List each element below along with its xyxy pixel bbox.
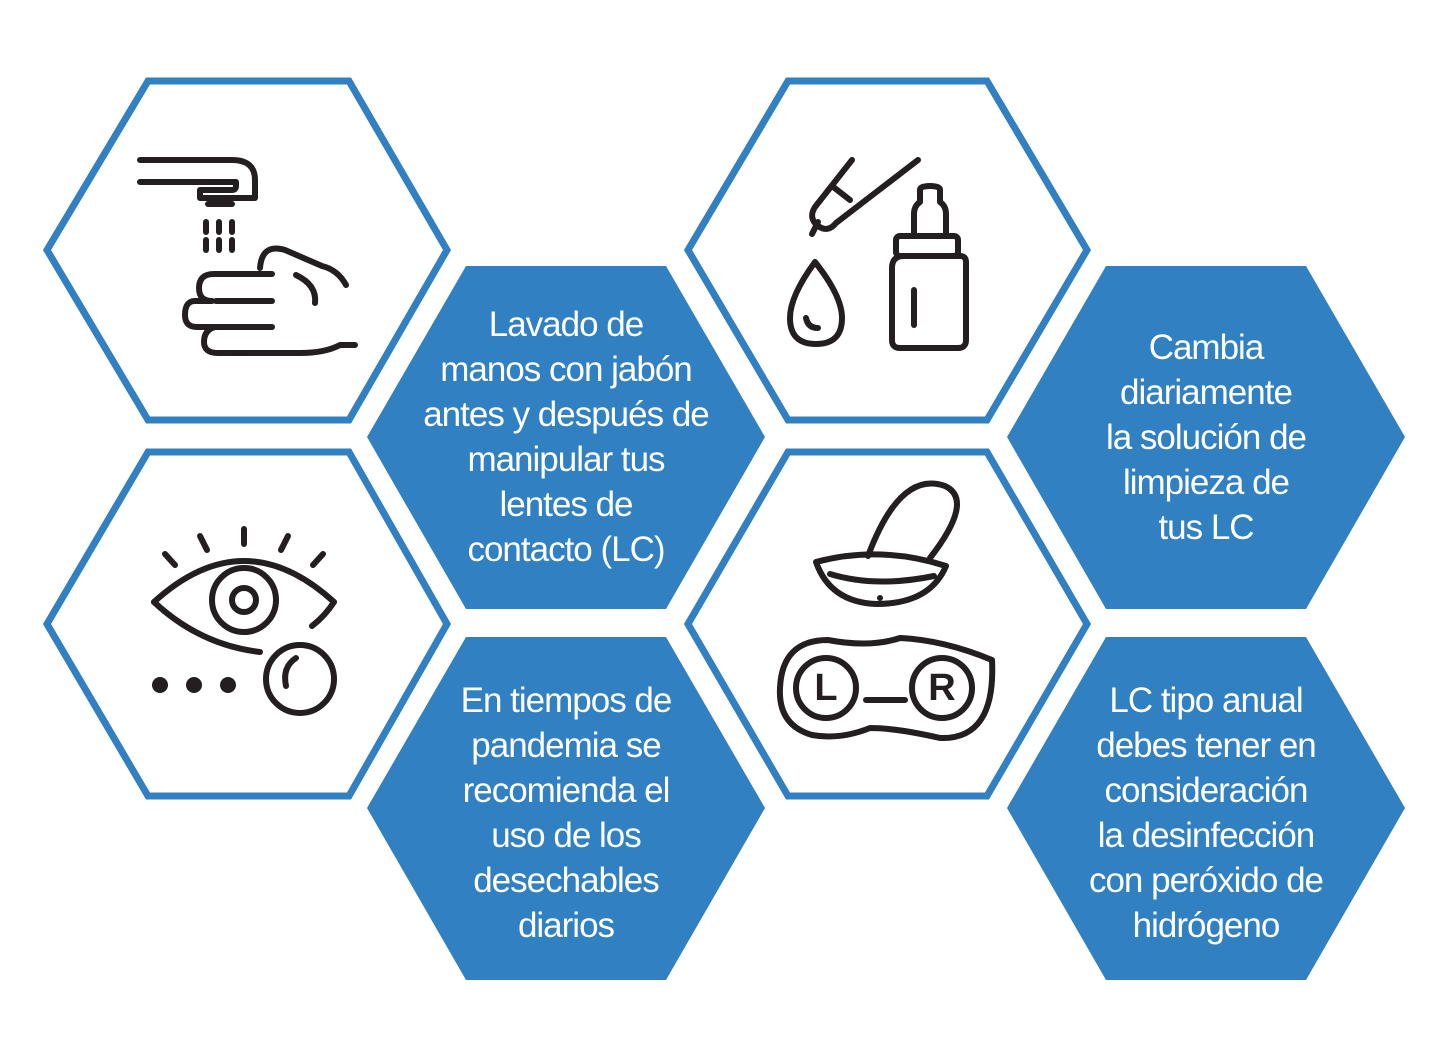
text-line: limpieza de bbox=[1122, 462, 1290, 502]
text-line: con peróxido de bbox=[1088, 861, 1324, 900]
text-line: Cambia bbox=[1148, 327, 1265, 367]
hand-washing-text: Lavado de manos con jabón antes y despué… bbox=[380, 300, 752, 574]
hex-cell-pandemic-text bbox=[367, 637, 765, 980]
text-line: uso de los bbox=[491, 816, 642, 855]
text-line: antes y después de bbox=[423, 395, 710, 434]
text-line: lentes de bbox=[499, 485, 633, 524]
lens-case-left-label: L bbox=[814, 667, 838, 709]
text-line: tus LC bbox=[1158, 507, 1254, 547]
text-line: consideración bbox=[1104, 771, 1309, 810]
hex-cell-hand-washing bbox=[42, 77, 452, 424]
text-line: la desinfección bbox=[1097, 816, 1316, 855]
text-line: Lavado de bbox=[488, 305, 644, 344]
solution-text: Cambia diariamente la solución de limpie… bbox=[1020, 322, 1392, 552]
eye-drops-icon bbox=[787, 157, 969, 351]
lens-case-icon bbox=[776, 480, 996, 742]
eye-lens-icon bbox=[151, 526, 337, 716]
text-line: pandemia se bbox=[471, 726, 661, 765]
text-line: En tiempos de bbox=[460, 681, 673, 720]
text-line: desechables bbox=[473, 861, 660, 900]
lens-case-right-label: R bbox=[928, 667, 956, 709]
hex-cell-solution-text bbox=[1007, 266, 1405, 609]
text-line: hidrógeno bbox=[1132, 906, 1281, 945]
text-line: LC tipo anual bbox=[1109, 681, 1303, 720]
hex-cell-hand-washing-text bbox=[367, 266, 765, 609]
hex-cell-eye-drops bbox=[683, 77, 1092, 424]
annual-text: LC tipo anual debes tener en consideraci… bbox=[1020, 676, 1392, 950]
text-line: la solución de bbox=[1105, 417, 1307, 457]
text-line: recomienda el bbox=[462, 771, 671, 810]
text-line: debes tener en bbox=[1096, 726, 1317, 765]
hand-washing-icon bbox=[137, 157, 358, 356]
text-line: manos con jabón bbox=[440, 350, 693, 389]
hex-cell-annual-text bbox=[1007, 637, 1405, 980]
text-line: diarios bbox=[517, 906, 615, 945]
hex-cell-eye-lens bbox=[42, 448, 452, 800]
text-line: contacto (LC) bbox=[467, 530, 665, 569]
text-line: manipular tus bbox=[467, 440, 665, 479]
pandemic-text: En tiempos de pandemia se recomienda el … bbox=[380, 676, 752, 950]
text-line: diariamente bbox=[1120, 372, 1293, 412]
